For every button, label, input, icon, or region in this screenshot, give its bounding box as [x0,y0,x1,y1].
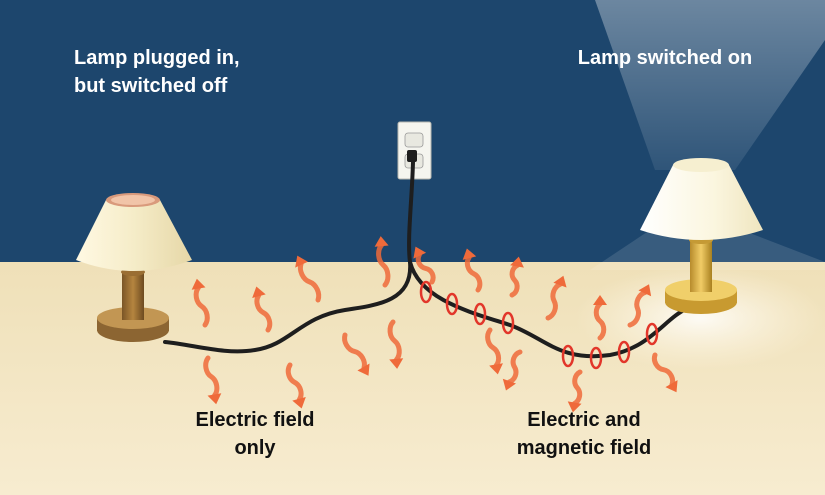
magnetic-ring [419,280,433,304]
magnetic-ring [617,340,631,364]
field-arrow [567,369,583,413]
field-arrow [387,319,404,369]
field-arrow [413,246,436,285]
lamp-shade [76,200,192,271]
field-arrow [342,332,370,376]
field-arrows [191,236,678,413]
field-arrow [374,236,391,288]
field-arrow [285,362,306,409]
field-arrow [252,286,273,333]
lamp-switched-off [76,193,192,342]
field-arrow [593,295,607,341]
magnetic-field-rings [419,280,659,370]
light-beam-top [595,0,825,170]
magnetic-ring [645,322,659,346]
magnetic-ring [589,346,603,370]
magnetic-ring [473,302,487,326]
label-electric-and-magnetic-field: Electric and magnetic field [494,406,674,462]
magnetic-ring [561,344,575,368]
label-line: Electric field [195,409,315,431]
label-electric-field-only: Electric field only [180,406,330,462]
field-arrow [509,256,524,298]
label-lamp-switched-off: Lamp plugged in, but switched off [74,44,240,100]
cord-left [163,160,415,354]
field-arrow [545,275,567,321]
cord-right [408,260,690,359]
field-arrow [485,327,503,375]
label-line: only [234,437,276,459]
label-line: Electric and [527,409,641,431]
field-arrow [295,255,322,303]
lamp-shade [640,165,763,240]
field-arrow [462,248,483,293]
field-arrow [191,278,210,328]
magnetic-ring [445,292,459,316]
field-arrow [651,352,678,393]
field-arrow [203,355,222,405]
field-arrow [502,349,523,391]
lamp-switched-on [640,158,763,314]
label-line: Lamp plugged in, [74,47,240,69]
label-line: magnetic field [516,437,652,459]
field-arrow [627,284,652,328]
wall-outlet [397,121,432,180]
label-lamp-switched-on: Lamp switched on [560,44,770,72]
label-line: Lamp switched on [577,47,753,69]
magnetic-ring [501,311,515,335]
label-line: but switched off [74,75,228,97]
